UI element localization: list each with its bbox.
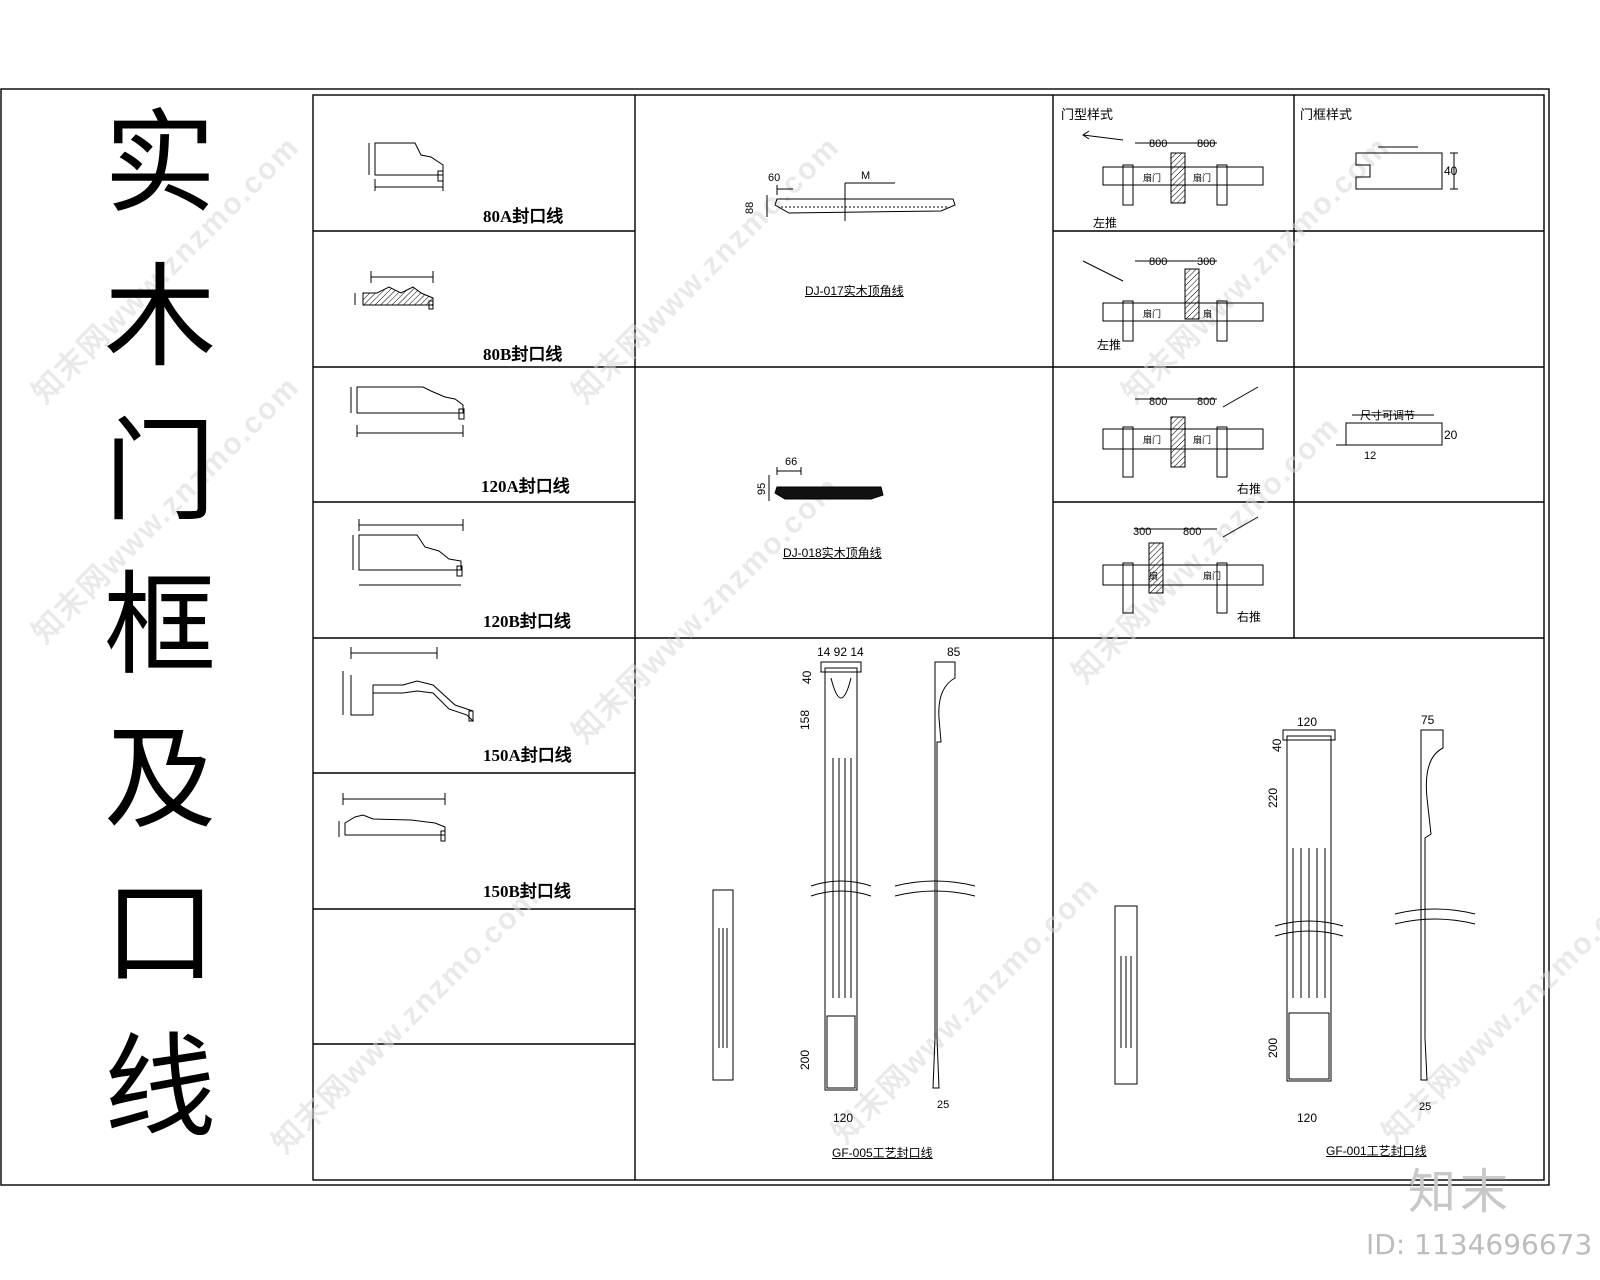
leaf-text: 扇门 [1203,570,1221,581]
pilaster-gf001-front [1274,729,1344,1082]
title-char: 口 [104,869,216,999]
leaf-text: 扇门 [1193,172,1211,183]
dim-text: 120 [1297,715,1317,729]
leaf-text: 扇门 [1143,172,1161,183]
pilaster-thumb-005 [712,889,734,1081]
cornice-dj018-drawing [768,467,884,501]
dim-text: 800 [1183,526,1201,538]
frame-style-drawings: 40 尺寸可调节 20 12 [1336,146,1458,462]
pilaster-gf005-side [894,661,976,1089]
title-char: 木 [104,253,216,383]
profile-label: 80B封口线 [483,345,563,364]
pilaster-thumb-001 [1114,905,1138,1085]
pilaster-caption: GF-005工艺封口线 [832,1146,933,1160]
dim-text: 800 [1149,138,1167,150]
title-char: 框 [104,561,216,691]
pilaster-drawings: 14 92 14 85 40 158 200 120 25 120 75 40 … [712,645,1476,1125]
push-text: 右推 [1237,609,1261,624]
dim-text: 300 [1133,526,1151,538]
profile-label: 120A封口线 [481,477,570,496]
watermark-logo: 知末 [1408,1164,1513,1220]
pilaster-gf005-front [810,661,872,1091]
dim-text: 60 [768,172,780,184]
dim-text: 800 [1149,256,1167,268]
door-diagram-4 [1102,516,1264,614]
profile-120a-drawing [350,386,465,437]
dim-text: 14 92 14 [817,645,864,659]
dim-text: M [861,170,870,182]
door-diagram-1 [1082,130,1264,206]
leaf-text: 扇门 [1143,434,1161,445]
dim-text: 158 [798,710,812,730]
push-text: 右推 [1237,481,1261,496]
dim-text: 95 [756,483,768,495]
dim-text: 75 [1421,713,1435,727]
pilaster-gf001-side [1394,729,1476,1081]
dim-text: 200 [798,1050,812,1070]
dim-text: 25 [937,1099,949,1111]
dim-text: 85 [947,645,961,659]
profile-label: 120B封口线 [483,612,571,631]
dim-text: 40 [1270,738,1284,752]
leaf-text: 扇 [1149,570,1158,581]
leaf-text: 扇 [1203,308,1212,319]
door-diagram-2 [1082,260,1264,342]
door-diagram-3 [1102,386,1264,478]
cornice-dj017-drawing [766,182,956,221]
dim-text: 800 [1197,138,1215,150]
title-char: 实 [104,99,216,229]
door-diagrams: 800 800 扇门 扇门 左推 800 300 扇门 扇 左推 800 800… [1082,130,1264,624]
adjustable-text: 尺寸可调节 [1360,408,1415,422]
cornice-drawings: 60 88 M 66 95 [744,170,956,501]
dim-text: 40 [800,670,814,684]
push-text: 左推 [1093,215,1117,230]
leaf-text: 扇门 [1143,308,1161,319]
dim-text: 66 [785,456,797,468]
cornice-caption: DJ-018实木顶角线 [783,546,882,560]
frame-styles-heading: 门框样式 [1300,107,1353,122]
dim-text: 800 [1197,396,1215,408]
door-styles-heading: 门型样式 [1061,107,1114,122]
dim-text: 120 [833,1111,853,1125]
dim-text: 88 [744,202,756,214]
profile-150b-drawing [338,793,446,842]
profile-label: 150B封口线 [483,882,571,901]
title-char: 线 [104,1023,216,1153]
dim-text: 20 [1444,428,1458,442]
leaf-text: 扇门 [1193,434,1211,445]
dim-text: 12 [1364,450,1376,462]
title-char: 门 [104,407,216,537]
dim-text: 40 [1444,164,1458,178]
profile-120b-drawing [352,519,464,586]
profile-80a-drawing [368,142,444,191]
dim-text: 220 [1266,788,1280,808]
profile-label: 80A封口线 [483,207,564,226]
push-text: 左推 [1097,337,1121,352]
watermark-id: ID: 1134696673 [1366,1228,1593,1261]
profile-80b-drawing [354,271,434,310]
dim-text: 200 [1266,1038,1280,1058]
dim-text: 25 [1419,1101,1431,1113]
pilaster-caption: GF-001工艺封口线 [1326,1144,1427,1158]
title-char: 及 [104,715,216,845]
profile-drawings [338,142,474,842]
dim-text: 120 [1297,1111,1317,1125]
profile-label: 150A封口线 [483,746,572,765]
dim-text: 800 [1149,396,1167,408]
cornice-caption: DJ-017实木顶角线 [805,284,904,298]
dim-text: 300 [1197,256,1215,268]
profile-150a-drawing [342,647,474,723]
